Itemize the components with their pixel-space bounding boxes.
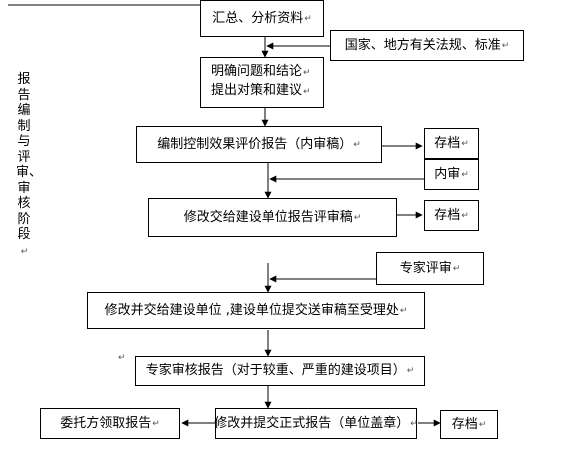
internal-review-box: 内审↵ <box>424 159 479 190</box>
stray-return-mark: ↵ <box>118 353 126 363</box>
stage-side-label: 报告编制与评审、审核阶段↵ <box>16 72 43 257</box>
expert-review-box: 专家评审↵ <box>376 252 484 285</box>
archive-box-3: 存档↵ <box>440 410 498 439</box>
submit-draft-box: 修改并交给建设单位 ,建设单位提交送审稿至受理处↵ <box>87 292 425 329</box>
define-problem-box: 明确问题和结论↵ 提出对策和建议↵ <box>200 57 324 108</box>
expert-audit-box: 专家审核报告（对于较重、严重的建设项目）↵ <box>135 356 425 386</box>
regulations-box: 国家、地方有关法规、标准↵ <box>330 30 524 61</box>
archive-box-2: 存档↵ <box>424 200 479 231</box>
client-collect-box: 委托方领取报告↵ <box>40 408 180 439</box>
draft-report-box: 编制控制效果评价报告（内审稿）↵ <box>136 126 382 163</box>
revise-draft-box: 修改交给建设单位报告评审稿↵ <box>148 198 397 237</box>
summary-box: 汇总、分析资料↵ <box>200 0 324 37</box>
archive-box-1: 存档↵ <box>424 128 479 159</box>
formal-report-box: 修改并提交正式报告（单位盖章）↵ <box>214 408 418 439</box>
